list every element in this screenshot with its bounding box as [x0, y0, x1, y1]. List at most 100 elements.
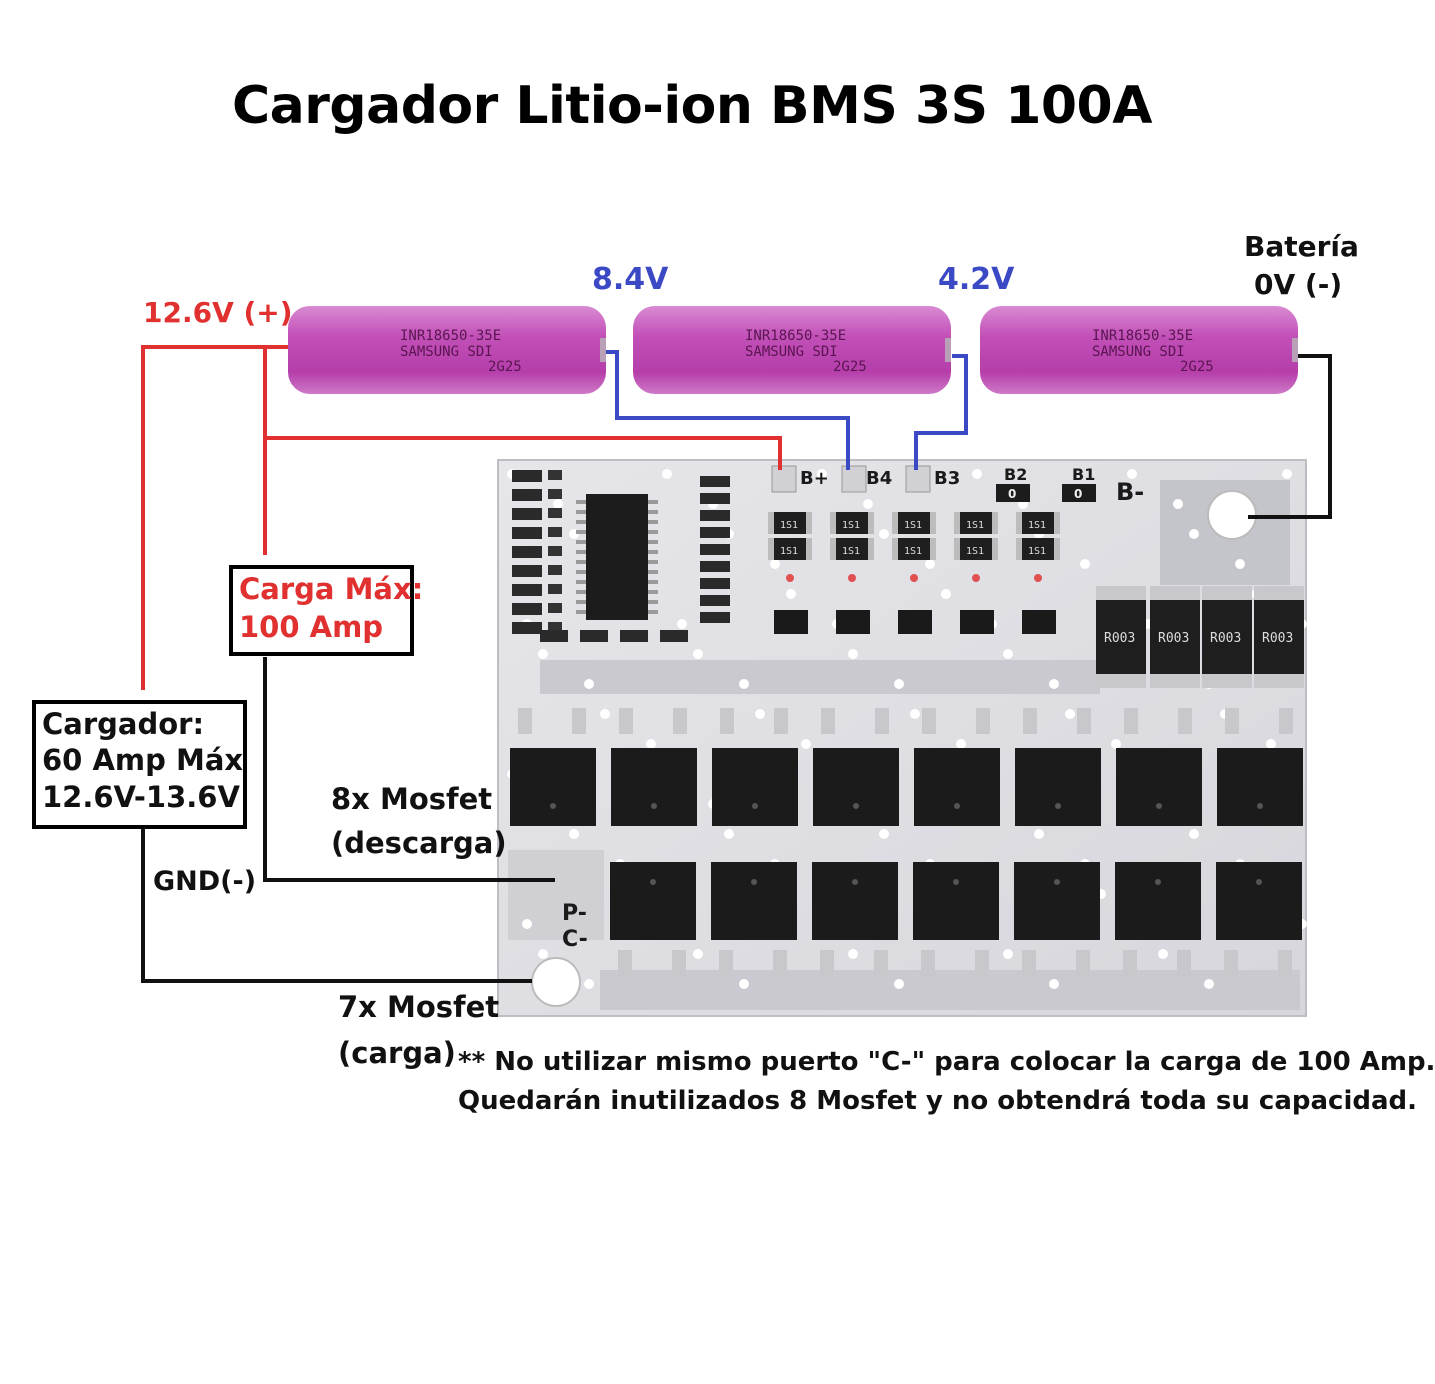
balance-led — [910, 574, 918, 582]
mosfet-tab — [1022, 950, 1036, 976]
battery-model-text: INR18650-35E — [1092, 328, 1193, 344]
smd-part — [700, 578, 730, 589]
via — [1204, 979, 1214, 989]
resistor-cap — [830, 512, 836, 534]
smd-part — [548, 622, 562, 632]
smd-code: 1S1 — [842, 546, 860, 557]
smd-part — [512, 603, 542, 615]
pcb-label-b1: B1 — [1072, 465, 1095, 484]
pcb-label-b4: B4 — [866, 468, 892, 489]
resistor-cap — [992, 512, 998, 534]
mosfet-tab — [874, 950, 888, 976]
via — [848, 649, 858, 659]
battery-model-text: INR18650-35E — [745, 328, 846, 344]
balance-transistor — [774, 610, 808, 634]
ic-pin — [648, 600, 658, 604]
black-wires — [141, 354, 1332, 983]
label-carga: (carga) — [338, 1036, 456, 1070]
ic-pin — [648, 520, 658, 524]
ic-pin — [576, 590, 586, 594]
ic-pin — [576, 610, 586, 614]
via — [894, 679, 904, 689]
via — [863, 499, 873, 509]
mosfet-charge — [1115, 862, 1201, 940]
via — [925, 559, 935, 569]
mosfet-dot — [1054, 879, 1060, 885]
ic-pin — [648, 550, 658, 554]
pcb-label-cminus: C- — [562, 927, 588, 952]
via — [600, 709, 610, 719]
via — [956, 739, 966, 749]
via — [693, 949, 703, 959]
ic-pin — [648, 500, 658, 504]
ic-pin — [576, 570, 586, 574]
via — [1003, 949, 1013, 959]
via — [1235, 559, 1245, 569]
mosfet-tab — [774, 708, 788, 734]
via — [584, 979, 594, 989]
mosfet-dot — [651, 803, 657, 809]
balance-transistor — [960, 610, 994, 634]
via — [724, 829, 734, 839]
zero-label: 0 — [1074, 487, 1082, 501]
mosfet-dot — [953, 879, 959, 885]
mosfet-discharge — [813, 748, 899, 826]
shunt-resistor — [1254, 590, 1304, 686]
ic-pin — [648, 590, 658, 594]
cargador-line3: 12.6V-13.6V — [42, 779, 240, 814]
smd-part — [548, 584, 562, 594]
resistor-cap — [768, 512, 774, 534]
left-components — [512, 470, 730, 642]
via — [1049, 979, 1059, 989]
label-12v-plus: 12.6V (+) — [143, 296, 293, 329]
via — [1111, 739, 1121, 749]
bms-ic — [586, 494, 648, 620]
resistor-cap — [930, 512, 936, 534]
balance-resistor — [768, 512, 812, 534]
mosfet-tab — [821, 708, 835, 734]
resistor-cap — [892, 512, 898, 534]
smd-part — [548, 470, 562, 480]
via — [1282, 469, 1292, 479]
pcb-label-bplus: B+ — [800, 468, 829, 489]
ic-pin — [648, 580, 658, 584]
resistor-cap — [1054, 512, 1060, 534]
mosfet-discharge — [1015, 748, 1101, 826]
cargador-line2: 60 Amp Máx — [42, 743, 244, 778]
smd-part — [700, 612, 730, 623]
via — [538, 649, 548, 659]
battery-terminal — [600, 338, 606, 362]
red-wire-charger — [141, 345, 290, 690]
smd-part — [548, 603, 562, 613]
via — [755, 709, 765, 719]
ic-pins — [576, 500, 658, 614]
shunt-cap — [1202, 674, 1252, 688]
mosfet-tab — [518, 708, 532, 734]
smd-part — [580, 630, 608, 642]
warning-line1: ** No utilizar mismo puerto "C-" para co… — [458, 1047, 1435, 1077]
balance-resistor — [1016, 538, 1060, 560]
battery-terminal — [945, 338, 951, 362]
ic-pin — [576, 520, 586, 524]
resistor-cap — [868, 538, 874, 560]
smd-part — [700, 561, 730, 572]
ic-pin — [576, 550, 586, 554]
smd-part — [660, 630, 688, 642]
resistor-cap — [954, 538, 960, 560]
via — [1266, 739, 1276, 749]
mosfet-tab — [976, 708, 990, 734]
battery-body — [633, 306, 951, 394]
resistor-cap — [930, 538, 936, 560]
via — [739, 679, 749, 689]
resistor-cap — [992, 538, 998, 560]
ic-pin — [576, 530, 586, 534]
smd-part — [512, 470, 542, 482]
via — [817, 469, 827, 479]
via — [739, 979, 749, 989]
mosfet-discharge — [611, 748, 697, 826]
balance-resistor — [830, 538, 874, 560]
